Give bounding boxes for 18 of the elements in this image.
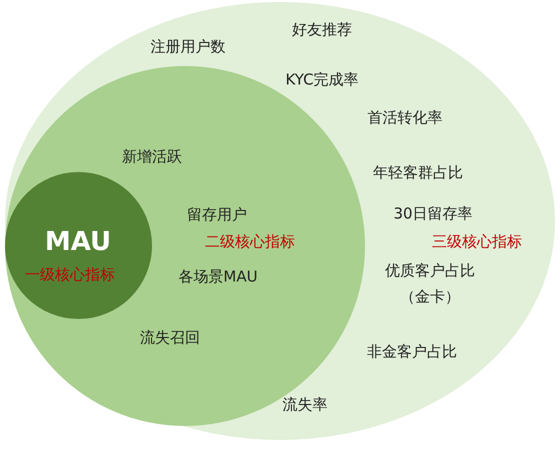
metric-label: 优质客户占比 — [385, 262, 475, 280]
level-label: 三级核心指标 — [432, 232, 522, 252]
metric-label: 30日留存率 — [393, 204, 473, 224]
level-label: 一级核心指标 — [25, 266, 115, 284]
metric-label: 新增活跃 — [122, 148, 182, 166]
metric-label: 留存用户 — [187, 206, 247, 224]
metric-label: （金卡） — [400, 288, 460, 306]
metric-label: KYC完成率 — [285, 70, 359, 90]
metric-label: 流失率 — [282, 396, 328, 414]
metric-label: 年轻客群占比 — [373, 164, 463, 182]
metric-label: 各场景MAU — [178, 268, 258, 286]
metric-label: 流失召回 — [140, 328, 200, 348]
metric-label: 好友推荐 — [292, 20, 352, 40]
level-label: 二级核心指标 — [205, 232, 295, 252]
core-label: MAU — [44, 227, 112, 257]
metric-label: 注册用户数 — [150, 38, 226, 56]
metric-label: 非金客户占比 — [367, 342, 457, 362]
metric-label: 首活转化率 — [368, 108, 442, 128]
